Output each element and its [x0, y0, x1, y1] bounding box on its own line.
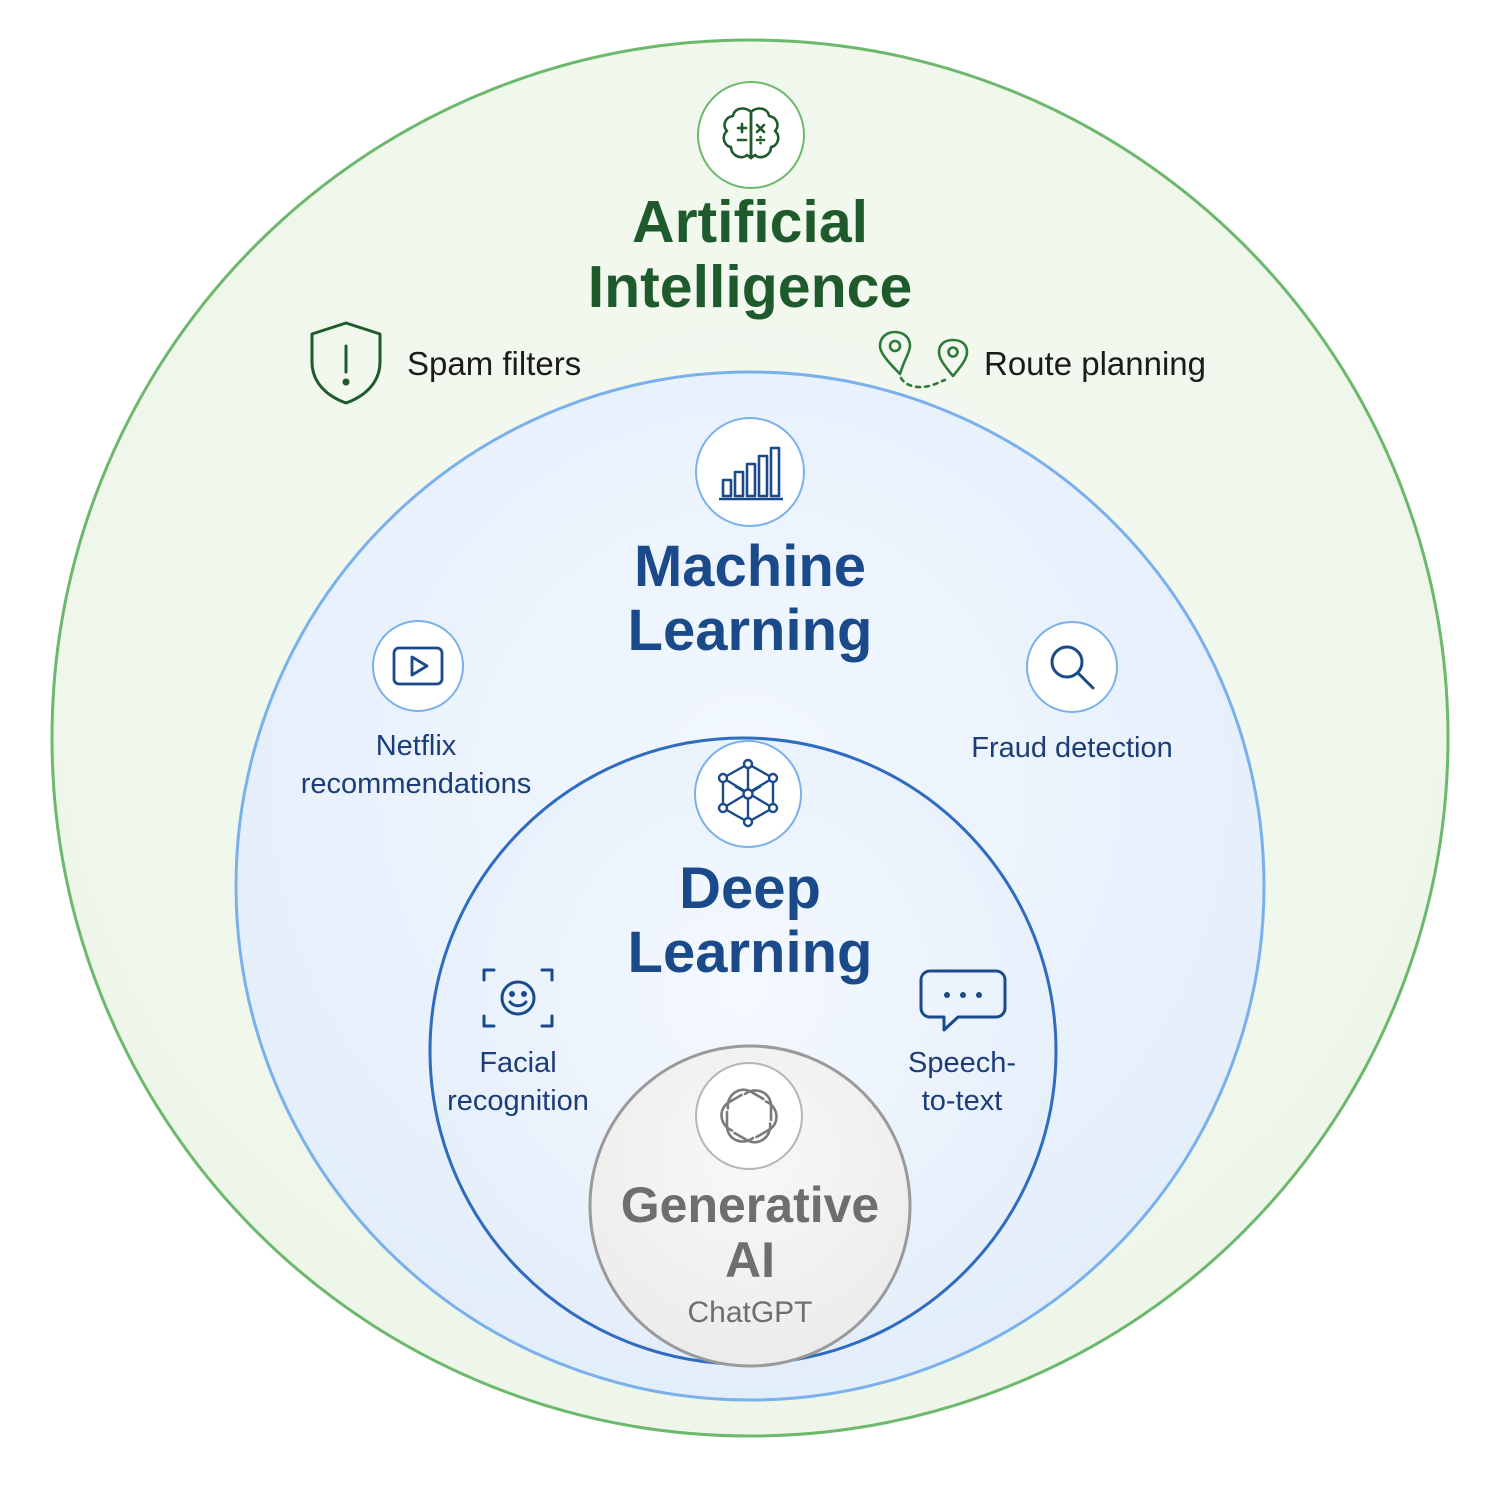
route-planning-label: Route planning [984, 345, 1207, 382]
speech-label-line-2: to-text [921, 1084, 1003, 1117]
neural-network-icon [694, 740, 802, 848]
chatgpt-logo-icon [695, 1062, 803, 1170]
dl-title: Deep Learning [500, 857, 1000, 985]
facial-recognition-label: Facial recognition [418, 1045, 618, 1120]
shield-alert-icon [307, 320, 385, 406]
facial-label-line-2: recognition [447, 1084, 589, 1117]
ai-title: Artificial Intelligence [500, 190, 1000, 320]
bar-chart-icon [695, 417, 805, 527]
genai-title: Generative AI [550, 1178, 950, 1288]
ai-title-line-1: Artificial [631, 189, 869, 255]
fraud-detection-label: Fraud detection [922, 730, 1222, 768]
ml-title-line-2: Learning [627, 597, 873, 663]
netflix-recommendations-label: Netflix recommendations [266, 728, 566, 803]
ml-title-line-1: Machine [633, 534, 867, 599]
fraud-label-line-1: Fraud detection [971, 732, 1173, 764]
speech-to-text-label: Speech- to-text [862, 1045, 1062, 1120]
genai-title-line-1: Generative [620, 1177, 880, 1233]
netflix-label-line-1: Netflix [375, 730, 457, 762]
netflix-label-line-2: recommendations [300, 767, 532, 800]
route-pins-icon [875, 330, 975, 392]
chatgpt-label: ChatGPT [687, 1296, 813, 1329]
face-scan-icon [480, 966, 556, 1030]
ai-title-line-2: Intelligence [587, 253, 913, 320]
magnifier-icon [1026, 621, 1118, 713]
dl-title-line-1: Deep [679, 856, 821, 921]
ml-title: Machine Learning [500, 535, 1000, 663]
facial-label-line-1: Facial [479, 1047, 557, 1079]
genai-circle [588, 1044, 912, 1368]
brain-icon [697, 81, 805, 189]
spam-filters-label: Spam filters [407, 345, 582, 382]
play-video-icon [372, 620, 464, 712]
dl-title-line-2: Learning [627, 919, 873, 985]
genai-title-line-2: AI [725, 1232, 775, 1288]
chat-bubble-icon [918, 968, 1008, 1034]
speech-label-line-1: Speech- [907, 1047, 1016, 1079]
